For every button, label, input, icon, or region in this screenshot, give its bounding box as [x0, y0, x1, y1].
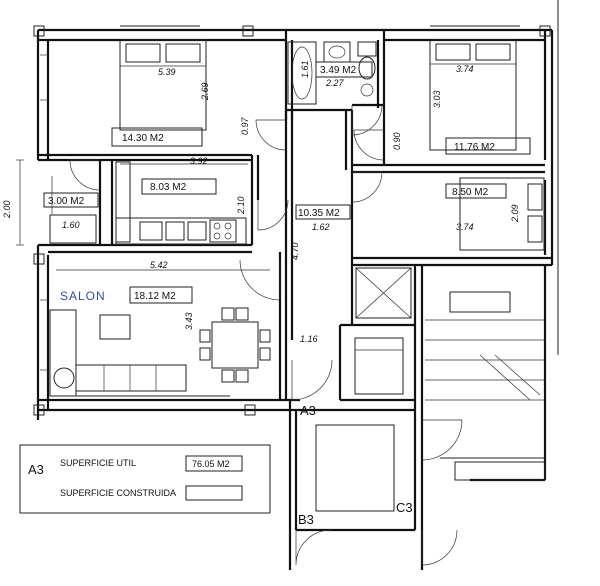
bed2-dim-door: 0.90 — [392, 132, 402, 150]
bath-area-box — [315, 61, 373, 78]
dimension-lines — [16, 159, 270, 271]
bath-dim-depth: 1.61 — [300, 60, 310, 78]
living-area-box — [129, 286, 193, 304]
living-area: 18.12 M2 — [134, 291, 176, 302]
kitchen-area: 8.03 M2 — [150, 182, 187, 193]
legend-util-value: 76.05 M2 — [192, 459, 230, 469]
living-furniture — [49, 307, 271, 397]
bed3-labels: 8.50 M2 3.74 2.09 — [445, 183, 520, 232]
living-dim-width: 5.42 — [150, 260, 168, 270]
bath-dim-width: 2.27 — [325, 78, 345, 88]
bed1-dim-width: 5.39 — [158, 67, 176, 77]
bed-2 — [429, 39, 517, 151]
laundry-area: 3.00 M2 — [48, 196, 85, 207]
unit-b3-label: B3 — [298, 512, 314, 527]
staircase — [425, 291, 546, 481]
hall-dim-length: 4.70 — [290, 242, 300, 260]
bath-labels: 1.61 3.49 M2 2.27 — [300, 60, 373, 88]
laundry-fixtures — [49, 176, 97, 244]
laundry-area-box — [43, 192, 99, 208]
unit-a3-label: A3 — [300, 403, 316, 418]
kitchen-labels: 3.92 8.03 M2 2.10 — [141, 156, 246, 215]
outer-walls — [36, 0, 559, 420]
kitchen-dim-width: 3.92 — [190, 156, 208, 166]
kitchen-fixtures — [115, 161, 247, 245]
legend-box: A3 SUPERFICIE UTIL 76.05 M2 SUPERFICIE C… — [19, 444, 271, 514]
bed2-area: 11.76 M2 — [454, 142, 495, 153]
bed3-area: 8.50 M2 — [452, 187, 489, 198]
living-labels: SALON 18.12 M2 5.42 3.43 — [60, 260, 194, 330]
living-note: SALON — [60, 289, 106, 303]
bed1-labels: 5.39 2.69 0.97 14.30 M2 — [111, 67, 250, 147]
hall-dim-width: 1.62 — [312, 222, 330, 232]
bed3-dim-depth: 2.09 — [510, 204, 520, 223]
laundry-labels: 2.00 3.00 M2 1.60 — [2, 192, 99, 230]
living-dim-depth: 3.43 — [184, 312, 194, 330]
door-swings — [69, 104, 463, 566]
bed-1 — [119, 39, 207, 131]
legend-built-label: SUPERFICIE CONSTRUIDA — [60, 488, 176, 498]
window-marks — [33, 25, 551, 416]
bed2-dim-depth: 3.03 — [432, 90, 442, 108]
unit-c3-label: C3 — [396, 500, 413, 515]
bed1-area-box — [111, 127, 203, 147]
laundry-dim-width: 1.60 — [62, 220, 80, 230]
hall-area: 10.35 M2 — [298, 208, 340, 219]
legend-unit: A3 — [28, 462, 44, 477]
bathroom-fixtures — [287, 41, 377, 105]
legend-built-box — [185, 485, 243, 501]
bed1-area: 14.30 M2 — [122, 133, 164, 144]
laundry-dim-height: 2.00 — [2, 200, 12, 219]
hall-area-box — [295, 204, 351, 220]
bath-area: 3.49 M2 — [320, 65, 357, 76]
bed3-dim-width: 3.74 — [456, 222, 474, 232]
legend-util-label: SUPERFICIE UTIL — [60, 458, 136, 468]
kitchen-area-box — [141, 178, 217, 195]
bed3-area-box — [445, 183, 507, 199]
bed1-dim-door: 0.97 — [240, 116, 250, 135]
kitchen-dim-depth: 2.10 — [236, 196, 246, 215]
bed2-dim-width: 3.74 — [456, 64, 474, 74]
hall-labels: 10.35 M2 1.62 4.70 1.16 — [290, 204, 351, 344]
legend-util-box — [185, 455, 243, 472]
hall-dim-lower: 1.16 — [300, 334, 318, 344]
bed1-dim-depth: 2.69 — [200, 82, 210, 101]
interior-walls — [38, 30, 552, 570]
bed-3 — [459, 177, 545, 251]
bed2-area-box — [445, 137, 531, 155]
bed2-labels: 3.74 3.03 0.90 11.76 M2 — [392, 64, 531, 155]
elevator-shaft — [315, 267, 412, 512]
